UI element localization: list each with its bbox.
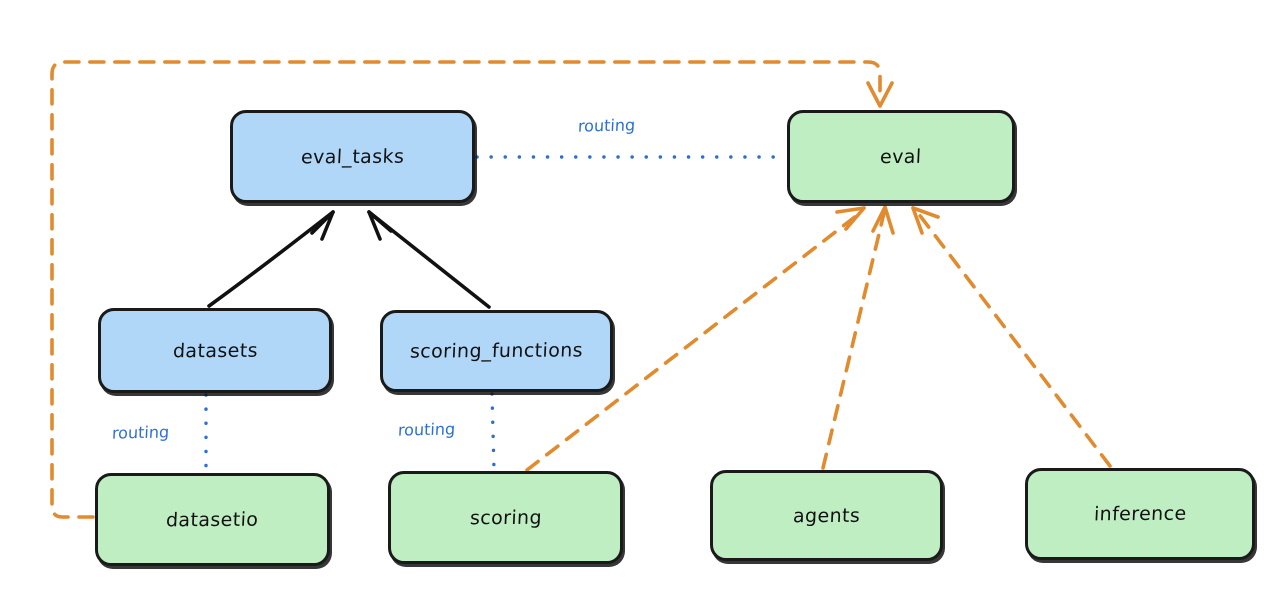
edge-label-routing-eval-tasks: routing bbox=[577, 115, 636, 136]
node-datasetio[interactable]: datasetio bbox=[95, 473, 330, 566]
edge-scoring-functions-to-scoring bbox=[490, 392, 496, 472]
node-eval[interactable]: eval bbox=[787, 110, 1015, 203]
node-label: datasets bbox=[172, 339, 258, 362]
node-datasets[interactable]: datasets bbox=[98, 308, 332, 393]
edge-scoring-functions-to-eval-tasks bbox=[367, 210, 491, 309]
edge-inference-to-eval bbox=[911, 206, 1112, 468]
node-label: eval bbox=[879, 145, 923, 168]
node-label: inference bbox=[1093, 502, 1187, 526]
node-label: datasetio bbox=[165, 508, 260, 531]
edge-agents-to-eval bbox=[821, 205, 895, 470]
node-agents[interactable]: agents bbox=[710, 470, 943, 561]
edge-label-routing-datasets: routing bbox=[111, 422, 170, 443]
node-label: scoring_functions bbox=[409, 339, 584, 363]
node-inference[interactable]: inference bbox=[1025, 468, 1255, 560]
node-scoring[interactable]: scoring bbox=[388, 471, 623, 564]
node-eval-tasks[interactable]: eval_tasks bbox=[230, 110, 475, 203]
node-scoring-functions[interactable]: scoring_functions bbox=[380, 310, 613, 392]
edge-label-routing-scoring-functions: routing bbox=[397, 419, 456, 440]
node-label: agents bbox=[792, 504, 861, 527]
node-label: scoring bbox=[469, 506, 542, 529]
node-label: eval_tasks bbox=[300, 145, 405, 168]
edge-datasets-to-eval-tasks bbox=[207, 210, 335, 308]
